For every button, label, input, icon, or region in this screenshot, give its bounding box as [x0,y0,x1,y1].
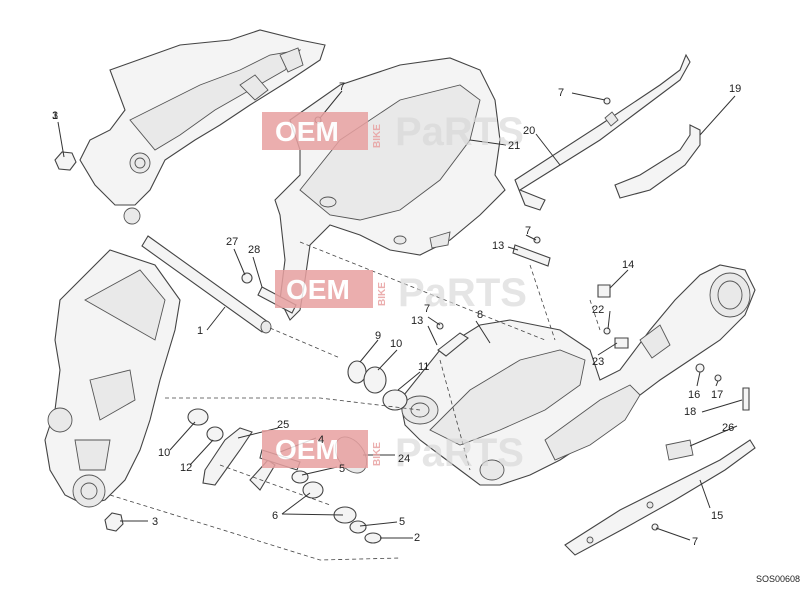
watermark: OEM BIKE PaRTS OEM BIKE PaRTS OEM BIKE P… [262,110,527,475]
svg-text:PaRTS: PaRTS [395,110,524,154]
callout-label: 7 [424,303,430,315]
callout-label: 16 [688,389,700,401]
callout-label: 11 [418,361,429,373]
callout-label: 19 [729,83,741,95]
watermark-middle: OEM BIKE PaRTS [275,270,527,315]
callout-label: 27 [226,236,238,248]
callout-label: 17 [711,389,723,401]
callout-label: 9 [375,330,381,342]
callout-label: 8 [477,309,483,321]
callout-label: 6 [272,510,278,522]
callout-label: 13 [492,240,504,252]
callout-label: 20 [523,125,535,137]
callout-label: 18 [684,406,696,418]
callout-label: 25 [277,419,289,431]
callout-label: 13 [411,315,423,327]
callout-label: 22 [592,304,604,316]
bracket-19 [614,124,701,199]
callout-label: 26 [722,422,734,434]
assembly-lines [109,241,601,561]
svg-text:OEM: OEM [275,434,339,465]
callout-label: 1 [52,110,58,122]
callout-label: 15 [711,510,723,522]
swingarm [399,264,756,486]
callout-label: 5 [339,463,345,475]
svg-text:BIKE: BIKE [377,282,388,306]
callout-label: 1 [197,325,203,337]
svg-text:BIKE: BIKE [372,442,383,466]
callout-label: 12 [180,462,192,474]
diagram-code: SOS00608 [756,574,800,584]
callout-label: 10 [158,447,170,459]
callout-label: 10 [390,338,402,350]
pivot-shaft [141,235,272,334]
chain-guard [514,53,691,211]
callout-label: 3 [152,516,158,528]
chain-slider [564,439,756,556]
svg-text:BIKE: BIKE [372,124,383,148]
callout-label: 28 [248,244,260,256]
callout-label: 7 [692,536,698,548]
callout-label: 7 [558,87,564,99]
svg-text:PaRTS: PaRTS [398,271,527,315]
watermark-bottom: OEM BIKE PaRTS [262,430,524,475]
watermark-top: OEM BIKE PaRTS [262,110,524,154]
svg-text:PaRTS: PaRTS [395,431,524,475]
callout-label: 24 [398,453,410,465]
frame-part [44,29,326,508]
svg-text:OEM: OEM [275,116,339,147]
callout-label: 7 [339,81,345,93]
callout-label: 14 [622,259,634,271]
callout-label: 5 [399,516,405,528]
svg-text:OEM: OEM [286,274,350,305]
callout-label: 4 [318,434,324,446]
callout-label: 7 [525,225,531,237]
callout-labels: 1 1 2 3 3 4 5 5 6 7 7 7 7 7 8 9 10 10 11… [52,81,741,548]
callout-label: 23 [592,356,604,368]
callout-label: 21 [508,140,520,152]
plate-26 [665,439,694,461]
callout-label: 2 [414,532,420,544]
callout-label: 3 [52,110,58,122]
